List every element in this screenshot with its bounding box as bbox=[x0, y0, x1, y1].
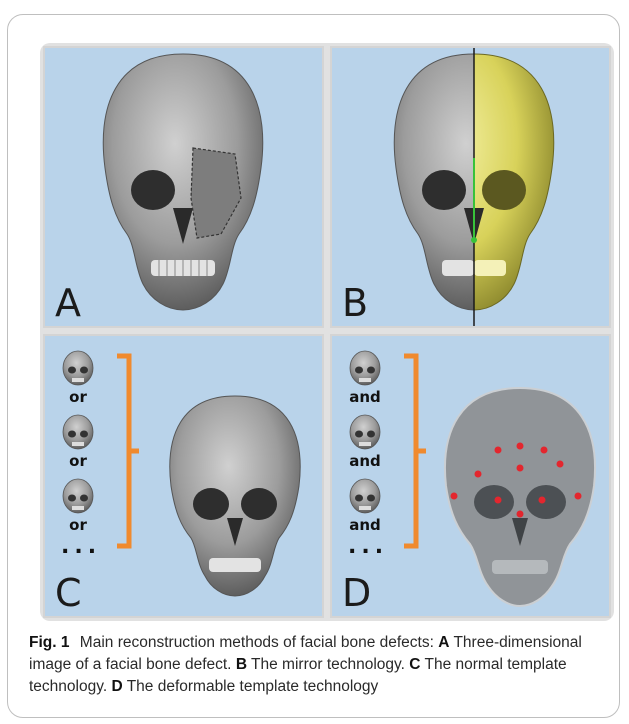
mini-skull-icon bbox=[63, 415, 93, 449]
caption-text-b: The mirror technology. bbox=[251, 656, 405, 673]
stack-word: or bbox=[53, 452, 103, 470]
figure-grid: A bbox=[40, 43, 614, 621]
caption-key-c: C bbox=[409, 656, 420, 673]
stack-word: and bbox=[340, 452, 390, 470]
skull-defect-image bbox=[45, 48, 322, 326]
panel-label-b: B bbox=[342, 284, 368, 322]
caption-text-d: The deformable template technology bbox=[127, 678, 379, 695]
caption-key-a: A bbox=[438, 634, 449, 651]
panel-label-d: D bbox=[342, 574, 371, 612]
skull-icon bbox=[103, 54, 263, 310]
stack-word: or bbox=[53, 516, 103, 534]
deformable-template-image bbox=[332, 336, 609, 616]
panel-b: B bbox=[330, 46, 611, 328]
skull-icon bbox=[170, 396, 300, 596]
panel-d: and and and ... D bbox=[330, 334, 611, 618]
stack-word: and bbox=[340, 388, 390, 406]
stack-word: or bbox=[53, 388, 103, 406]
figure-label: Fig. 1 bbox=[29, 634, 69, 651]
ellipsis: ... bbox=[61, 536, 101, 558]
mini-skull-icon bbox=[350, 479, 380, 513]
caption-key-d: D bbox=[111, 678, 122, 695]
mini-skull-icon bbox=[350, 351, 380, 385]
figure-card: A bbox=[7, 14, 620, 718]
bracket-icon bbox=[404, 356, 426, 546]
bracket-icon bbox=[117, 356, 139, 546]
figure-caption: Fig. 1 Main reconstruction methods of fa… bbox=[29, 632, 619, 698]
panel-label-c: C bbox=[55, 574, 82, 612]
caption-intro: Main reconstruction methods of facial bo… bbox=[80, 634, 434, 651]
normal-template-image bbox=[45, 336, 322, 616]
skull-icon bbox=[445, 388, 595, 606]
skull-mirror-image bbox=[332, 48, 609, 326]
mini-skull-icon bbox=[63, 351, 93, 385]
skull-icon bbox=[394, 48, 554, 326]
mini-skull-icon bbox=[350, 415, 380, 449]
stack-word: and bbox=[340, 516, 390, 534]
panel-c: or or or ... C bbox=[43, 334, 324, 618]
mini-skull-icon bbox=[63, 479, 93, 513]
caption-key-b: B bbox=[236, 656, 247, 673]
panel-label-a: A bbox=[55, 284, 81, 322]
ellipsis: ... bbox=[348, 536, 388, 558]
panel-a: A bbox=[43, 46, 324, 328]
